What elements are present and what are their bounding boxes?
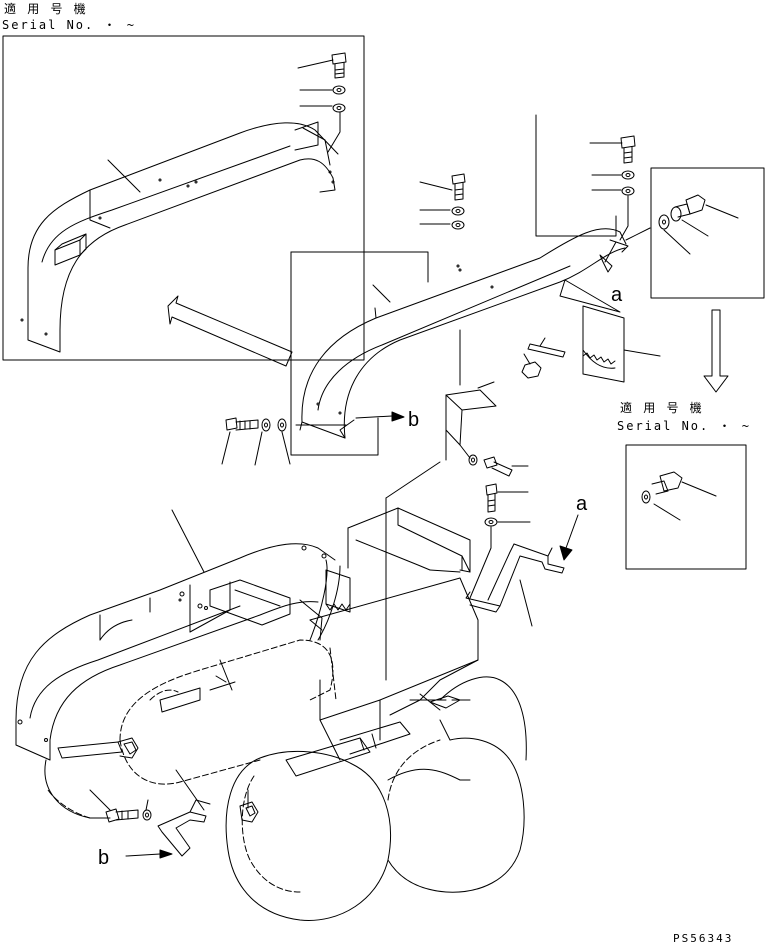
- reference-letter-b-lower: b: [98, 847, 110, 869]
- detail-frame-side: [625, 444, 747, 570]
- bolts-right-middle: [459, 444, 531, 599]
- detail-frame-old-fender: [2, 35, 365, 361]
- serial-number-label-top: Serial No. ・ ~: [2, 18, 136, 32]
- serial-number-label-side: Serial No. ・ ~: [617, 419, 751, 433]
- applicable-machines-label-top: 適 用 号 機: [4, 2, 88, 16]
- fender-assembly-upper: [221, 114, 661, 466]
- drawing-number: PS56343: [673, 932, 734, 945]
- machine-body: [15, 461, 527, 921]
- applicable-machines-label-side: 適 用 号 機: [620, 401, 704, 415]
- reference-letter-a-lower: a: [576, 493, 588, 515]
- step-bracket-right: [465, 514, 579, 627]
- arrow-to-detail: [167, 295, 293, 367]
- reference-letter-a-upper: a: [611, 284, 623, 306]
- detail-frame-washer-bolt: [625, 167, 765, 393]
- reference-letter-b-upper: b: [408, 409, 420, 431]
